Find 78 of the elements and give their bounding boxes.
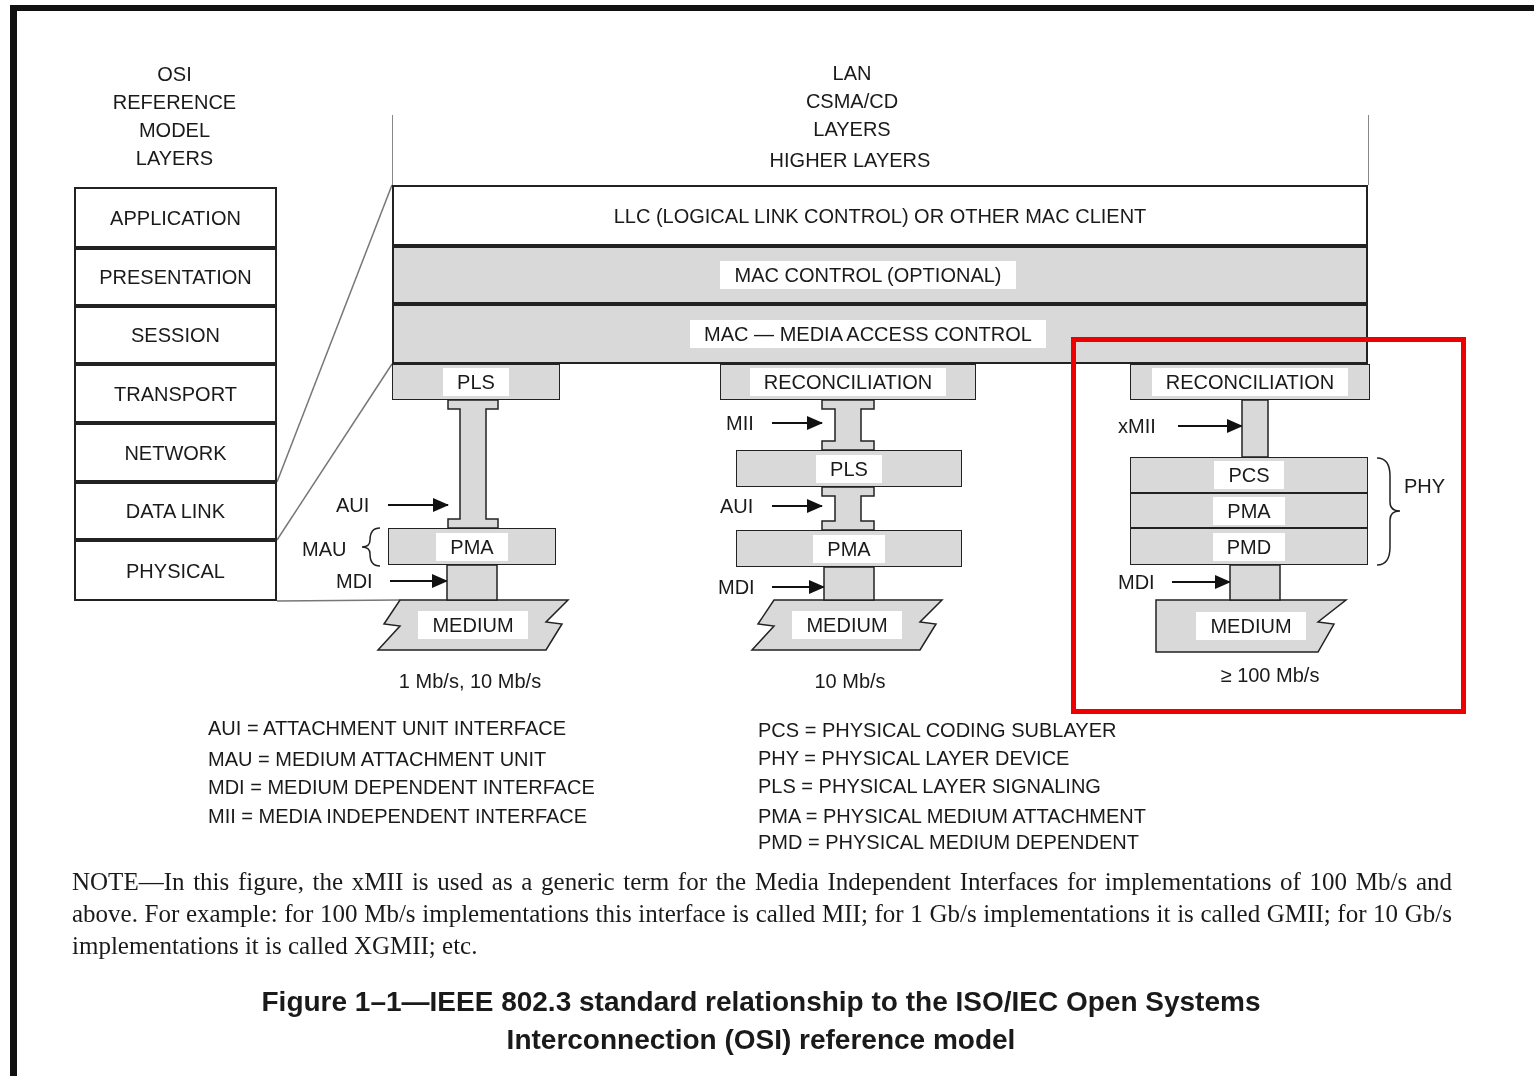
text-label: PCS = PHYSICAL CODING SUBLAYER <box>758 718 1117 743</box>
box-label: PHYSICAL <box>126 558 225 584</box>
text-label: AUI = ATTACHMENT UNIT INTERFACE <box>208 716 566 741</box>
sublayer-box <box>1130 493 1368 528</box>
layer-band <box>392 185 1368 246</box>
text-label: PMD = PHYSICAL MEDIUM DEPENDENT <box>758 830 1139 855</box>
box-label: MEDIUM <box>792 611 902 639</box>
layer-band <box>392 304 1368 364</box>
box-label: SESSION <box>131 323 220 348</box>
projection-line <box>276 599 401 602</box>
text-label: PMA = PHYSICAL MEDIUM ATTACHMENT <box>758 804 1147 829</box>
arrow <box>389 574 448 588</box>
arrow <box>771 580 825 594</box>
sublayer-box <box>736 530 962 567</box>
box-label: MAC — MEDIA ACCESS CONTROL <box>690 320 1046 348</box>
layer-box <box>74 248 277 306</box>
layer-box <box>74 540 277 601</box>
layer-box <box>74 482 277 540</box>
box-label: PMA <box>813 534 885 563</box>
box-label: PCS <box>1214 461 1284 489</box>
arrow <box>1171 575 1231 589</box>
text-label: 10 Mb/s <box>813 669 887 694</box>
text-label: MAU = MEDIUM ATTACHMENT UNIT <box>208 747 547 772</box>
layer-box <box>74 423 277 482</box>
interface-label: xMII <box>1118 414 1172 438</box>
box-label: RECONCILIATION <box>749 368 947 396</box>
text-label: PHY = PHYSICAL LAYER DEVICE <box>758 746 1070 771</box>
sublayer-box <box>388 528 556 565</box>
arrow <box>387 498 449 512</box>
interface-label: MDI <box>1118 570 1166 594</box>
interface-label: MII <box>726 411 766 435</box>
text-label: MAU <box>302 537 347 562</box>
text-label: ≥ 100 Mb/s <box>1219 663 1321 688</box>
caption: Figure 1–1—IEEE 802.3 standard relationship to the ISO/IEC Open Systems Interconnection (OSI) reference model <box>260 985 1262 1057</box>
box-label: PLS <box>443 368 509 396</box>
sublayer-box <box>720 364 976 400</box>
layer-band <box>392 246 1368 304</box>
arrow <box>771 416 823 430</box>
sublayer-box <box>1130 364 1370 400</box>
box-label: APPLICATION <box>110 205 241 231</box>
text-label: 1 Mb/s, 10 Mb/s <box>397 669 543 694</box>
box-label: PMD <box>1212 532 1286 561</box>
layer-box <box>74 364 277 423</box>
box-label: TRANSPORT <box>114 381 237 407</box>
highlight-frame <box>1071 337 1466 714</box>
interface-label: MDI <box>336 569 384 593</box>
box-label: DATA LINK <box>125 499 226 524</box>
note-text: NOTE—In this figure, the xMII is used as a generic term for the Media Independent Interfaces for implementations of 100 Mb/s and above. For example: for 100 Mb/s implementations this interface is called MII; for 1 Gb/s implementations it is called GMII; for 10 Gb/s implementations it is called XGMII; etc. <box>72 867 1452 961</box>
sublayer-box <box>1130 528 1368 565</box>
layer-box <box>74 187 277 248</box>
interface-label: AUI <box>336 493 382 517</box>
interface-label: MDI <box>718 575 766 599</box>
text-label: PHY <box>1404 474 1446 499</box>
sublayer-box <box>1130 457 1368 493</box>
text-label: OSI REFERENCE MODEL LAYERS <box>111 62 238 171</box>
box-label: PRESENTATION <box>99 265 252 290</box>
arrow <box>1177 419 1243 433</box>
box-label: MEDIUM <box>1196 612 1306 640</box>
box-label: NETWORK <box>124 440 227 466</box>
text-label: HIGHER LAYERS <box>768 148 932 173</box>
box-label: MEDIUM <box>418 611 528 639</box>
text-label: MDI = MEDIUM DEPENDENT INTERFACE <box>208 775 595 800</box>
sublayer-box <box>736 450 962 487</box>
box-label: PMA <box>1213 496 1285 525</box>
text-label: MII = MEDIA INDEPENDENT INTERFACE <box>208 804 588 829</box>
arrow <box>771 499 823 513</box>
box-label: MAC CONTROL (OPTIONAL) <box>720 261 1016 289</box>
box-label: RECONCILIATION <box>1151 368 1349 396</box>
text-label: PLS = PHYSICAL LAYER SIGNALING <box>758 774 1101 799</box>
box-label: LLC (LOGICAL LINK CONTROL) OR OTHER MAC CLIENT <box>613 203 1147 229</box>
projection-line <box>276 184 393 483</box>
projection-line <box>276 363 393 541</box>
box-label: PMA <box>436 532 508 561</box>
text-label: LAN CSMA/CD LAYERS <box>804 61 900 142</box>
interface-label: AUI <box>720 494 766 518</box>
sublayer-box <box>392 364 560 400</box>
layer-box <box>74 306 277 364</box>
box-label: PLS <box>816 454 882 483</box>
